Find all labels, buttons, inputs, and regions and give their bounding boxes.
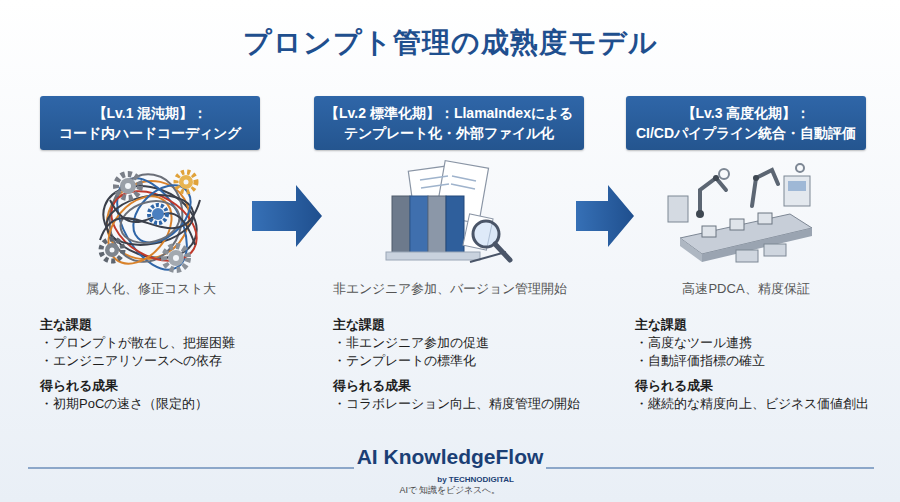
stage-summary: 高速PDCA、精度保証 — [596, 280, 896, 297]
footer-rule — [28, 467, 874, 468]
header-text: 【Lv.3 高度化期】： CI/CDパイプライン統合・自動評価 — [633, 103, 859, 143]
folder-illustration-part-part — [451, 184, 475, 189]
folder-illustration-part — [420, 176, 476, 189]
folder-illustration-part-part — [420, 176, 448, 180]
gear-icons-part — [176, 172, 196, 192]
flow-arrow — [252, 185, 322, 247]
gear-icons-part — [101, 239, 123, 261]
header-text: 【Lv.1 混沌期】： コード内ハードコーディング — [47, 103, 253, 143]
gear-icons — [101, 172, 196, 270]
gear-icons-part — [168, 250, 184, 266]
folder-illustration-part — [410, 196, 428, 254]
gear-icons-part — [125, 183, 131, 189]
gear-icons-part — [105, 243, 119, 257]
conveyor-illustration-part — [719, 169, 729, 179]
folder-illustration-part — [446, 196, 464, 254]
conveyor-illustration-part-part — [700, 178, 726, 214]
gear-icons-part — [152, 208, 164, 220]
folder-illustration-part — [386, 252, 480, 260]
gear-icons-part — [184, 180, 189, 185]
gear-icons-part — [179, 175, 193, 189]
conveyor-illustration — [668, 164, 812, 262]
bullet-item: ・コラボレーション向上、精度管理の開始 — [333, 395, 580, 412]
gear-icons-part — [164, 246, 188, 270]
conveyor-illustration-part — [700, 170, 778, 214]
conveyor-illustration-part — [702, 226, 716, 237]
bullet-item: ・エンジニアリソースへの依存 — [40, 352, 222, 369]
section-heading: 主な課題 — [333, 316, 385, 333]
section-heading: 得られる成果 — [635, 377, 713, 394]
bullet-item: ・プロンプトが散在し、把握困難 — [40, 334, 235, 351]
header-text: 【Lv.2 標準化期】：LlamaIndexによる テンプレート化・外部ファイル… — [321, 103, 577, 143]
conveyor-illustration-part — [788, 181, 806, 191]
stage-summary: 属人化、修正コスト大 — [1, 280, 301, 297]
conveyor-illustration-part — [784, 176, 810, 206]
conveyor-illustration-part — [764, 244, 786, 256]
stage-header-box: 【Lv.2 標準化期】：LlamaIndexによる テンプレート化・外部ファイル… — [314, 96, 584, 150]
gear-icons-part — [116, 174, 140, 198]
conveyor-illustration-part — [753, 175, 759, 181]
gear-icons-part — [120, 178, 136, 194]
stage-summary: 非エンジニア参加、バージョン管理開始 — [300, 280, 600, 297]
brand-tagline: AIで 知識をビジネスへ。 — [300, 482, 600, 499]
conveyor-illustration-part — [796, 164, 804, 172]
section-heading: 得られる成果 — [333, 377, 411, 394]
folder-illustration-part — [392, 196, 410, 254]
footer-rule-part — [28, 467, 354, 468]
conveyor-illustration-part — [680, 238, 702, 262]
conveyor-illustration-part — [736, 250, 758, 262]
gear-icons-part — [149, 205, 167, 223]
flow-arrow — [576, 185, 634, 247]
gear-icons-part — [173, 255, 179, 261]
gear-icons-part — [110, 248, 115, 253]
stage-header-box: 【Lv.3 高度化期】： CI/CDパイプライン統合・自動評価 — [626, 96, 866, 150]
bullet-item: ・高度なツール連携 — [635, 334, 752, 351]
bullet-item: ・自動評価指標の確立 — [635, 352, 765, 369]
conveyor-illustration-part — [758, 213, 772, 224]
conveyor-illustration-part — [668, 196, 688, 222]
brand-logo: AI KnowledgeFlow — [300, 448, 600, 465]
bullet-item: ・テンプレートの標準化 — [333, 352, 476, 369]
folder-illustration-part — [428, 196, 446, 254]
folder-illustration-part-part — [452, 176, 476, 181]
conveyor-illustration-part-part — [752, 170, 778, 206]
section-heading: 主な課題 — [40, 316, 92, 333]
diagram-title: プロンプト管理の成熟度モデル — [0, 24, 900, 62]
bullet-item: ・継続的な精度向上、ビジネス価値創出 — [635, 395, 869, 412]
bullet-item: ・初期PoCの速さ（限定的） — [40, 395, 208, 412]
tangle-illustration-part — [96, 184, 185, 276]
stage-header-box: 【Lv.1 混沌期】： コード内ハードコーディング — [40, 96, 260, 150]
folder-illustration — [386, 161, 510, 262]
folder-illustration-part — [470, 252, 506, 262]
section-heading: 得られる成果 — [40, 377, 118, 394]
tangle-illustration-part — [100, 200, 200, 245]
conveyor-illustration-part — [730, 219, 744, 230]
bullet-item: ・非エンジニア参加の促進 — [333, 334, 489, 351]
footer-rule-part — [546, 467, 874, 468]
conveyor-illustration-part — [702, 228, 812, 262]
tangle-illustration-part — [116, 195, 184, 249]
conveyor-illustration-part — [696, 210, 704, 218]
tangle-illustration — [93, 166, 209, 281]
conveyor-illustration-part — [713, 175, 719, 181]
folder-illustration-part-part — [421, 184, 449, 188]
section-heading: 主な課題 — [635, 316, 687, 333]
